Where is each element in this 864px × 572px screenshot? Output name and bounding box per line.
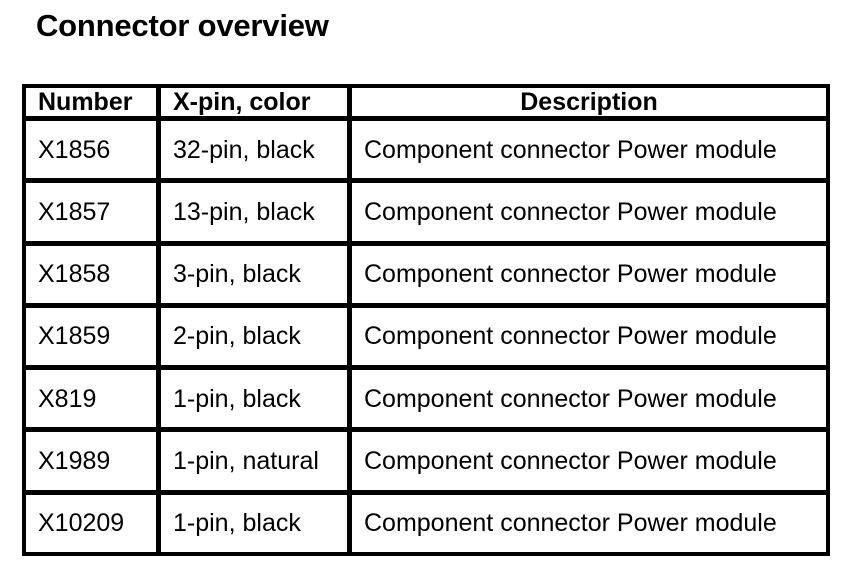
column-header-x-pin-color: X-pin, color [161, 88, 347, 116]
cell-description: Component connector Power module [352, 183, 826, 241]
cell-x-pin-color: 3-pin, black [161, 245, 347, 303]
cell-x-pin-color: 32-pin, black [161, 121, 347, 179]
cell-x-pin-color: 2-pin, black [161, 307, 347, 366]
table-row: X1989 1-pin, natural Component connector… [26, 432, 826, 490]
cell-description: Component connector Power module [352, 307, 826, 366]
column-header-number: Number [26, 88, 156, 116]
cell-number: X1859 [26, 307, 156, 366]
table-row: X819 1-pin, black Component connector Po… [26, 370, 826, 428]
cell-number: X10209 [26, 494, 156, 552]
table-row: X1858 3-pin, black Component connector P… [26, 245, 826, 303]
cell-x-pin-color: 13-pin, black [161, 183, 347, 241]
cell-x-pin-color: 1-pin, black [161, 370, 347, 428]
cell-number: X1989 [26, 432, 156, 490]
cell-number: X1856 [26, 121, 156, 179]
cell-number: X819 [26, 370, 156, 428]
table-row: X1859 2-pin, black Component connector P… [26, 307, 826, 366]
connector-table: Number X-pin, color Description X1856 32… [21, 83, 831, 557]
cell-description: Component connector Power module [352, 432, 826, 490]
cell-description: Component connector Power module [352, 494, 826, 552]
cell-description: Component connector Power module [352, 245, 826, 303]
column-header-description: Description [352, 88, 826, 116]
cell-number: X1858 [26, 245, 156, 303]
connector-table-frame: Number X-pin, color Description X1856 32… [22, 84, 830, 556]
table-row: X1856 32-pin, black Component connector … [26, 121, 826, 179]
page-title: Connector overview [36, 8, 329, 43]
cell-description: Component connector Power module [352, 121, 826, 179]
table-row: X1857 13-pin, black Component connector … [26, 183, 826, 241]
table-row: X10209 1-pin, black Component connector … [26, 494, 826, 552]
cell-description: Component connector Power module [352, 370, 826, 428]
table-header-row: Number X-pin, color Description [26, 88, 826, 116]
cell-number: X1857 [26, 183, 156, 241]
cell-x-pin-color: 1-pin, black [161, 494, 347, 552]
cell-x-pin-color: 1-pin, natural [161, 432, 347, 490]
